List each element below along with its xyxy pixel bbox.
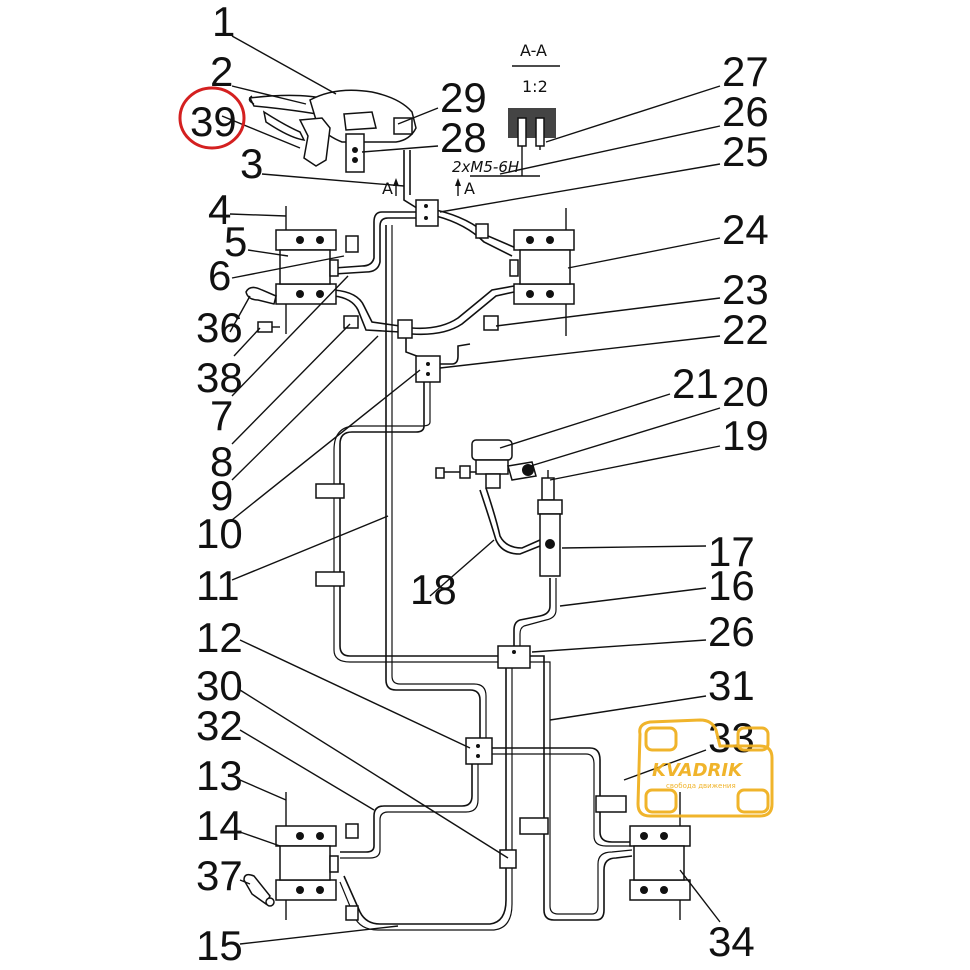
callout-9: 9 xyxy=(210,472,233,519)
callout-11: 11 xyxy=(196,562,240,609)
tee-top xyxy=(415,199,439,227)
rear-master-cylinder xyxy=(435,439,563,577)
callout-12: 12 xyxy=(196,614,243,661)
callout-24: 24 xyxy=(722,206,769,253)
callout-37: 37 xyxy=(196,852,243,899)
callout-16: 16 xyxy=(708,562,755,609)
callout-36: 36 xyxy=(196,304,243,351)
section-scale: 1:2 xyxy=(522,77,548,96)
brake-lever-assembly xyxy=(248,89,417,173)
brake-lines xyxy=(333,150,633,931)
callout-14: 14 xyxy=(196,802,243,849)
leader-lines xyxy=(221,35,721,945)
callout-26b: 26 xyxy=(708,608,755,655)
callout-22: 22 xyxy=(722,306,769,353)
callout-32: 32 xyxy=(196,702,243,749)
arrow-a-left: A xyxy=(382,179,393,198)
callout-39: 39 xyxy=(190,98,237,145)
tee-7 xyxy=(397,319,413,339)
callout-2: 2 xyxy=(210,48,233,95)
tee-22 xyxy=(415,355,441,383)
callout-31: 31 xyxy=(708,662,755,709)
tee-26-lower xyxy=(497,645,531,669)
loose-parts xyxy=(243,286,280,907)
callout-27: 27 xyxy=(722,48,769,95)
callout-29: 29 xyxy=(440,74,487,121)
callout-33: 33 xyxy=(708,714,755,761)
callout-3: 3 xyxy=(240,140,263,187)
watermark-tagline: свобода движения xyxy=(666,782,736,790)
callout-8: 8 xyxy=(210,438,233,485)
callout-10: 10 xyxy=(196,510,243,557)
watermark-brand: KVADRIK xyxy=(652,760,744,781)
callout-28: 28 xyxy=(440,114,487,161)
callout-6: 6 xyxy=(208,252,231,299)
callout-5: 5 xyxy=(224,218,247,265)
callout-17: 17 xyxy=(708,528,755,575)
caliper-rear-right xyxy=(629,792,691,920)
callout-26a: 26 xyxy=(722,88,769,135)
callout-21: 21 xyxy=(672,360,719,407)
section-aa-detail: A-A 1:2 2xM5-6H A A xyxy=(382,41,560,198)
callout-38: 38 xyxy=(196,354,243,401)
thread-spec: 2xM5-6H xyxy=(452,158,519,176)
callout-numbers: 1239345636387891011123032131437152928272… xyxy=(190,0,769,969)
pipe-clips xyxy=(315,223,627,921)
callout-20: 20 xyxy=(722,368,769,415)
caliper-rear-left xyxy=(275,792,339,920)
callout-18: 18 xyxy=(410,566,457,613)
arrow-a-right: A xyxy=(464,179,475,198)
highlight-circle xyxy=(178,86,246,150)
callout-23: 23 xyxy=(722,266,769,313)
junction-blocks xyxy=(397,199,531,765)
tee-12 xyxy=(465,737,493,765)
callout-7: 7 xyxy=(210,392,233,439)
section-title: A-A xyxy=(520,41,547,60)
callout-1: 1 xyxy=(212,0,235,45)
callout-19: 19 xyxy=(722,412,769,459)
callout-13: 13 xyxy=(196,752,243,799)
callout-25: 25 xyxy=(722,128,769,175)
callout-34: 34 xyxy=(708,918,755,965)
callout-15: 15 xyxy=(196,922,243,969)
kvadrik-watermark: KVADRIK свобода движения xyxy=(636,718,774,818)
caliper-front-left xyxy=(275,206,359,334)
callout-4: 4 xyxy=(208,186,231,233)
callout-30: 30 xyxy=(196,662,243,709)
